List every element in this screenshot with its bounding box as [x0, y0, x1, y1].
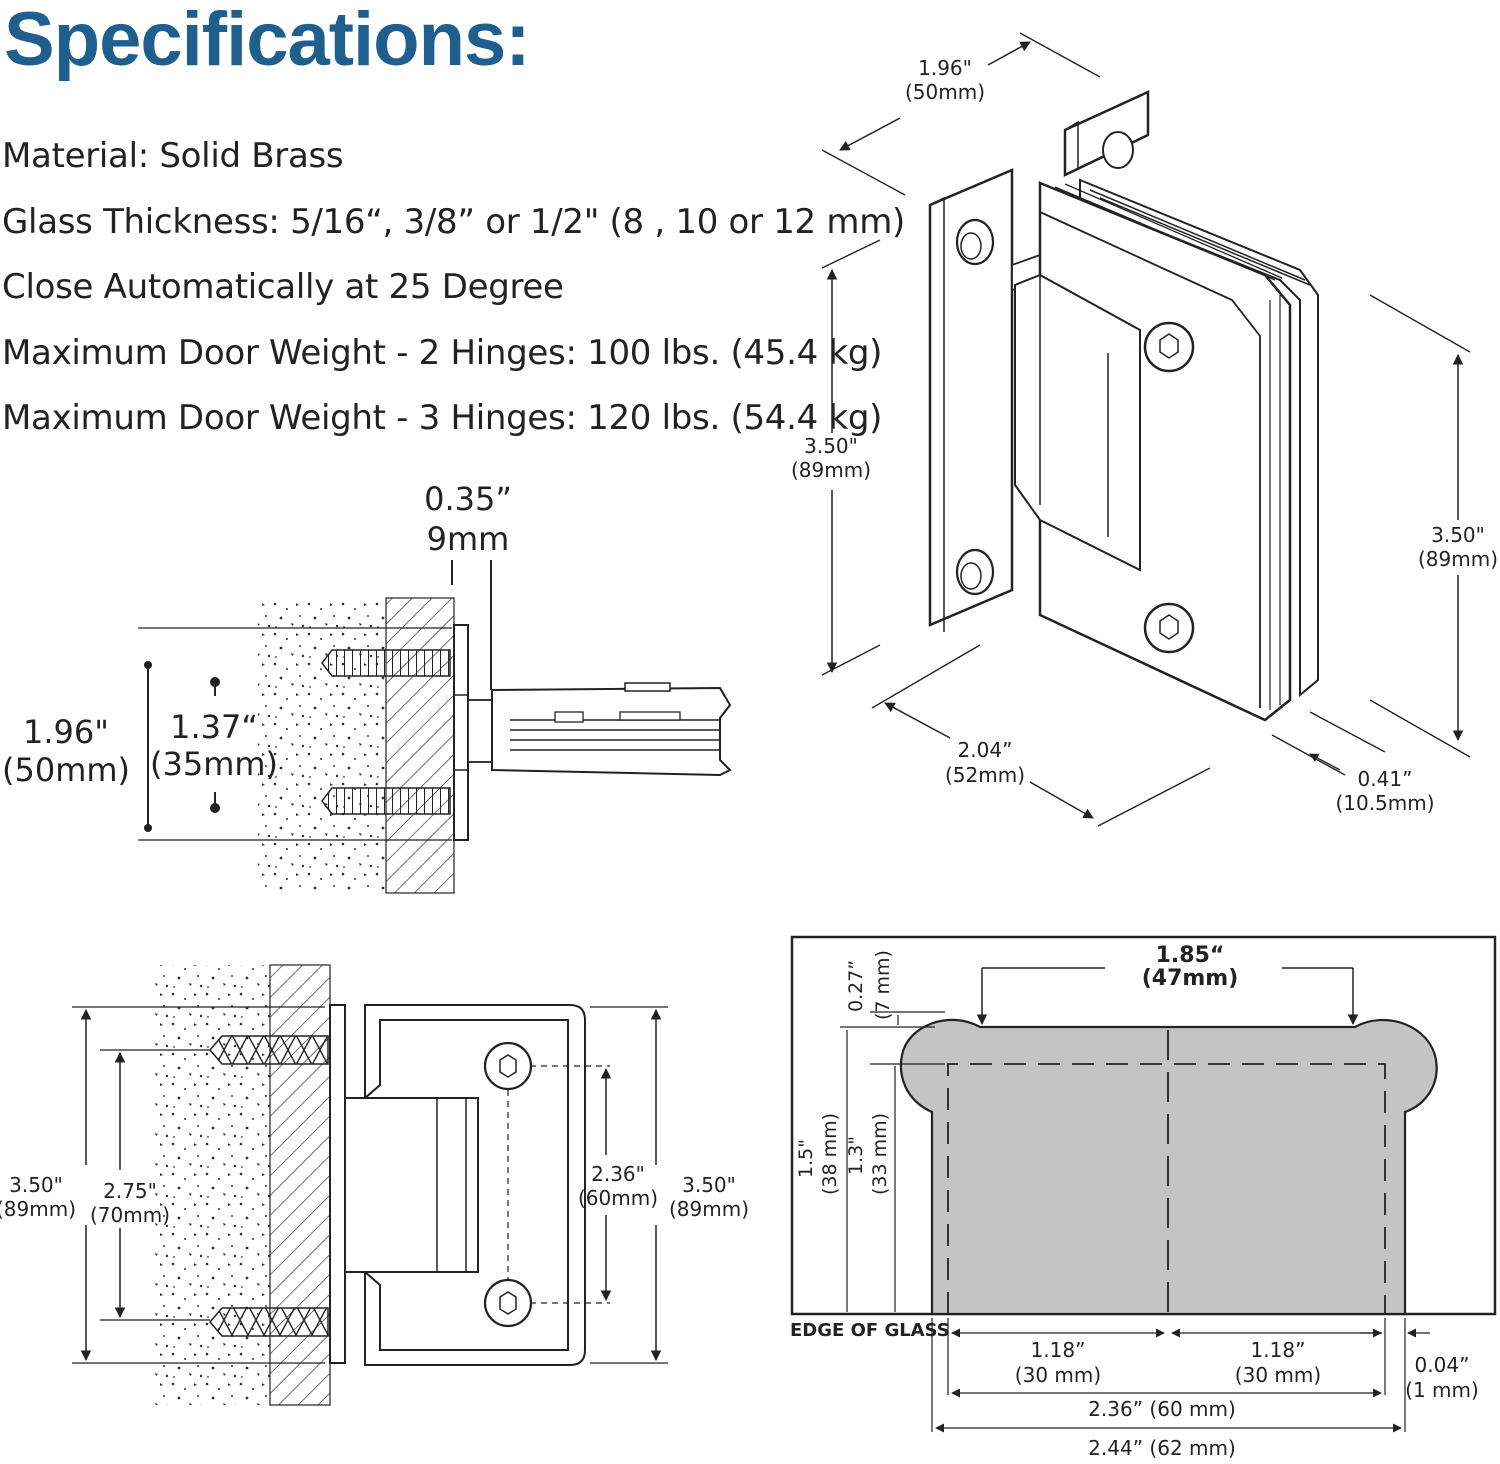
width-inch: 2.04” — [958, 738, 1013, 762]
hinge-knuckle — [1014, 273, 1141, 572]
outer-height-mm: (89mm) — [0, 1197, 76, 1221]
bolt-spacing-inch: 2.36" — [591, 1162, 645, 1186]
plate-height-inch: 1.96" — [23, 713, 109, 751]
screw-bottom — [321, 787, 451, 815]
right-height-inch: 3.50" — [1431, 523, 1485, 547]
glass-clamp-side — [491, 686, 732, 777]
front-clamp-body — [364, 1004, 586, 1366]
front-view-drawing: 3.50" (89mm) 2.75" (70mm) 2.36" (60mm) 3… — [0, 964, 749, 1406]
edge-of-glass-label: EDGE OF GLASS — [790, 1320, 950, 1341]
cutout-top-width-inch: 1.85“ — [1156, 943, 1225, 968]
hex-bolt-top — [1143, 321, 1195, 373]
inner-width-label: 2.36” (60 mm) — [1088, 1397, 1236, 1421]
half-left-mm: (30 mm) — [1015, 1363, 1101, 1387]
clamp-height-inch: 3.50" — [682, 1173, 736, 1197]
outer-width-label: 2.44” (62 mm) — [1088, 1436, 1236, 1460]
front-wall-hatch — [269, 964, 331, 1406]
spec-weight-3-hinges: Maximum Door Weight - 3 Hinges: 120 lbs.… — [2, 398, 883, 438]
spec-weight-2-hinges: Maximum Door Weight - 2 Hinges: 100 lbs.… — [2, 332, 883, 373]
front-screw-bottom — [209, 1307, 329, 1337]
spec-material: Material: Solid Brass — [2, 136, 344, 176]
cutout-height-1-inch: 1.5" — [795, 1139, 817, 1178]
gap-mm: (10.5mm) — [1335, 791, 1434, 815]
wall-hatch — [385, 597, 455, 894]
screw-spacing-mm: (35mm) — [150, 745, 278, 783]
width-mm: (52mm) — [945, 763, 1025, 787]
hex-bolt-bottom — [1143, 602, 1195, 654]
plate-height-mm: (50mm) — [2, 751, 130, 789]
front-wall-concrete — [152, 965, 270, 1405]
wall-concrete — [258, 598, 386, 893]
screw-spacing-inch: 1.37“ — [170, 708, 258, 746]
cutout-height-2-mm: (33 mm) — [869, 1113, 891, 1195]
corner-radius-mm: (7 mm) — [872, 950, 894, 1020]
hinge-plate — [453, 624, 469, 841]
screw-top — [321, 649, 451, 677]
front-screw-spacing-inch: 2.75" — [103, 1179, 157, 1203]
offset-inch: 0.04” — [1415, 1353, 1470, 1377]
specification-list: Material: Solid Brass Glass Thickness: 5… — [2, 132, 905, 460]
offset-mm: (1 mm) — [1405, 1378, 1479, 1402]
corner-radius-inch: 0.27” — [845, 960, 867, 1012]
isometric-drawing: 1.96" (50mm) 3.50" (89mm) 3.50" (89mm) 2… — [791, 32, 1498, 827]
front-bolt-bottom — [483, 1278, 533, 1328]
depth-inch: 1.96" — [918, 56, 972, 80]
side-section-drawing: 0.35” 9mm 1.96" (50mm) 1.37“ (35mm) — [2, 480, 732, 894]
bolt-spacing-mm: (60mm) — [578, 1186, 658, 1210]
spec-glass-thickness: Glass Thickness: 5/16“, 3/8” or 1/2" (8 … — [2, 201, 905, 242]
left-height-mm: (89mm) — [791, 458, 871, 482]
plate-thickness-mm: 9mm — [427, 520, 510, 558]
half-left-inch: 1.18” — [1031, 1338, 1086, 1362]
wall-plate — [928, 168, 1014, 627]
clamp-height-mm: (89mm) — [669, 1197, 749, 1221]
left-height-inch: 3.50" — [804, 434, 858, 458]
gap-inch: 0.41” — [1358, 767, 1413, 791]
outer-height-inch: 3.50" — [9, 1173, 63, 1197]
cutout-top-width-mm: (47mm) — [1142, 966, 1239, 991]
half-right-mm: (30 mm) — [1235, 1363, 1321, 1387]
cutout-height-2-inch: 1.3" — [845, 1136, 867, 1175]
right-height-mm: (89mm) — [1418, 547, 1498, 571]
spec-close-angle: Close Automatically at 25 Degree — [2, 267, 564, 307]
half-right-inch: 1.18” — [1251, 1338, 1306, 1362]
cutout-height-1-mm: (38 mm) — [819, 1113, 841, 1195]
page-title: Specifications: — [4, 0, 531, 82]
depth-mm: (50mm) — [905, 80, 985, 104]
plate-thickness-inch: 0.35” — [424, 480, 512, 518]
front-screw-spacing-mm: (70mm) — [90, 1203, 170, 1227]
front-screw-top — [209, 1035, 329, 1065]
front-bolt-top — [483, 1041, 533, 1091]
glass-cutout-drawing: 1.85“ (47mm) 0.27” (7 mm) 1.5" (38 mm) 1… — [790, 935, 1497, 1460]
